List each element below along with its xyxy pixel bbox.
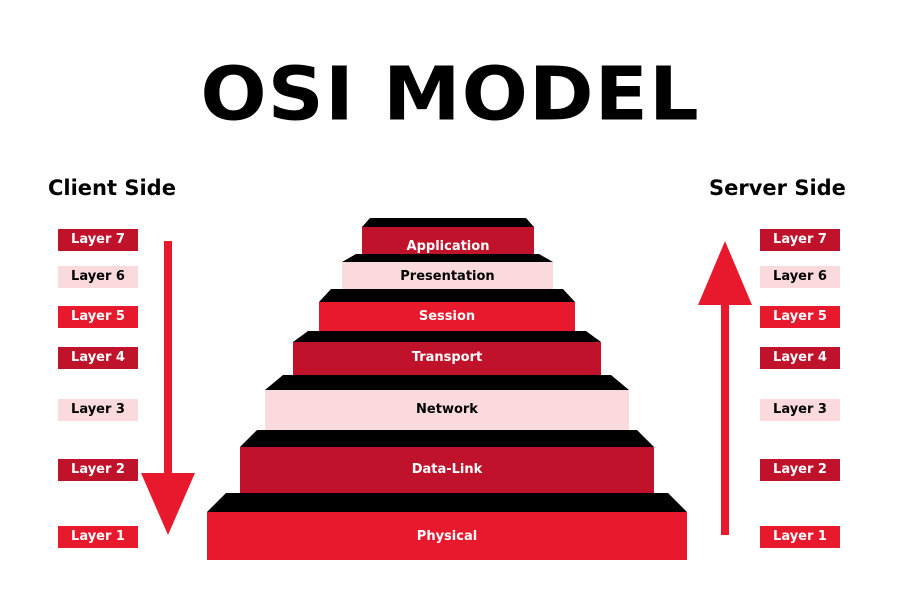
client-layer-2-label: Layer 2 [58,459,138,481]
server-layer-7-label: Layer 7 [760,229,840,251]
server-side-title: Server Side [709,176,846,200]
step-data-link [240,447,654,493]
step-transport [293,342,601,375]
server-layer-6-label: Layer 6 [760,266,840,288]
client-side-title: Client Side [48,176,176,200]
step-tread [342,254,553,262]
step-application [362,227,534,254]
staircase [207,218,687,560]
client-down-arrow-icon [141,241,195,535]
client-layer-5-label: Layer 5 [58,306,138,328]
step-tread [265,375,629,390]
step-label: Network [416,402,478,417]
step-network [265,390,629,430]
client-layer-7-label: Layer 7 [58,229,138,251]
server-layer-3-label: Layer 3 [760,399,840,421]
step-label: Physical [416,529,478,544]
step-label: Presentation [400,269,495,284]
step-tread [362,218,534,227]
step-tread [293,331,601,342]
server-up-arrow-icon [698,241,752,535]
client-layer-3-label: Layer 3 [58,399,138,421]
step-label: Data-Link [411,462,483,477]
server-layer-4-label: Layer 4 [760,347,840,369]
diagram-title: OSI MODEL [200,52,700,138]
client-layer-6-label: Layer 6 [58,266,138,288]
direction-arrows [141,241,752,535]
client-layer-1-label: Layer 1 [58,526,138,548]
step-label: Transport [411,350,483,365]
server-layer-2-label: Layer 2 [760,459,840,481]
step-session [319,302,575,331]
step-tread [240,430,654,447]
client-layer-4-label: Layer 4 [58,347,138,369]
step-label: Session [418,309,476,324]
step-physical [207,512,687,560]
server-layer-5-label: Layer 5 [760,306,840,328]
server-layer-1-label: Layer 1 [760,526,840,548]
step-label: Application [406,239,490,254]
step-presentation [342,262,553,289]
step-tread [319,289,575,302]
step-tread [207,493,687,512]
